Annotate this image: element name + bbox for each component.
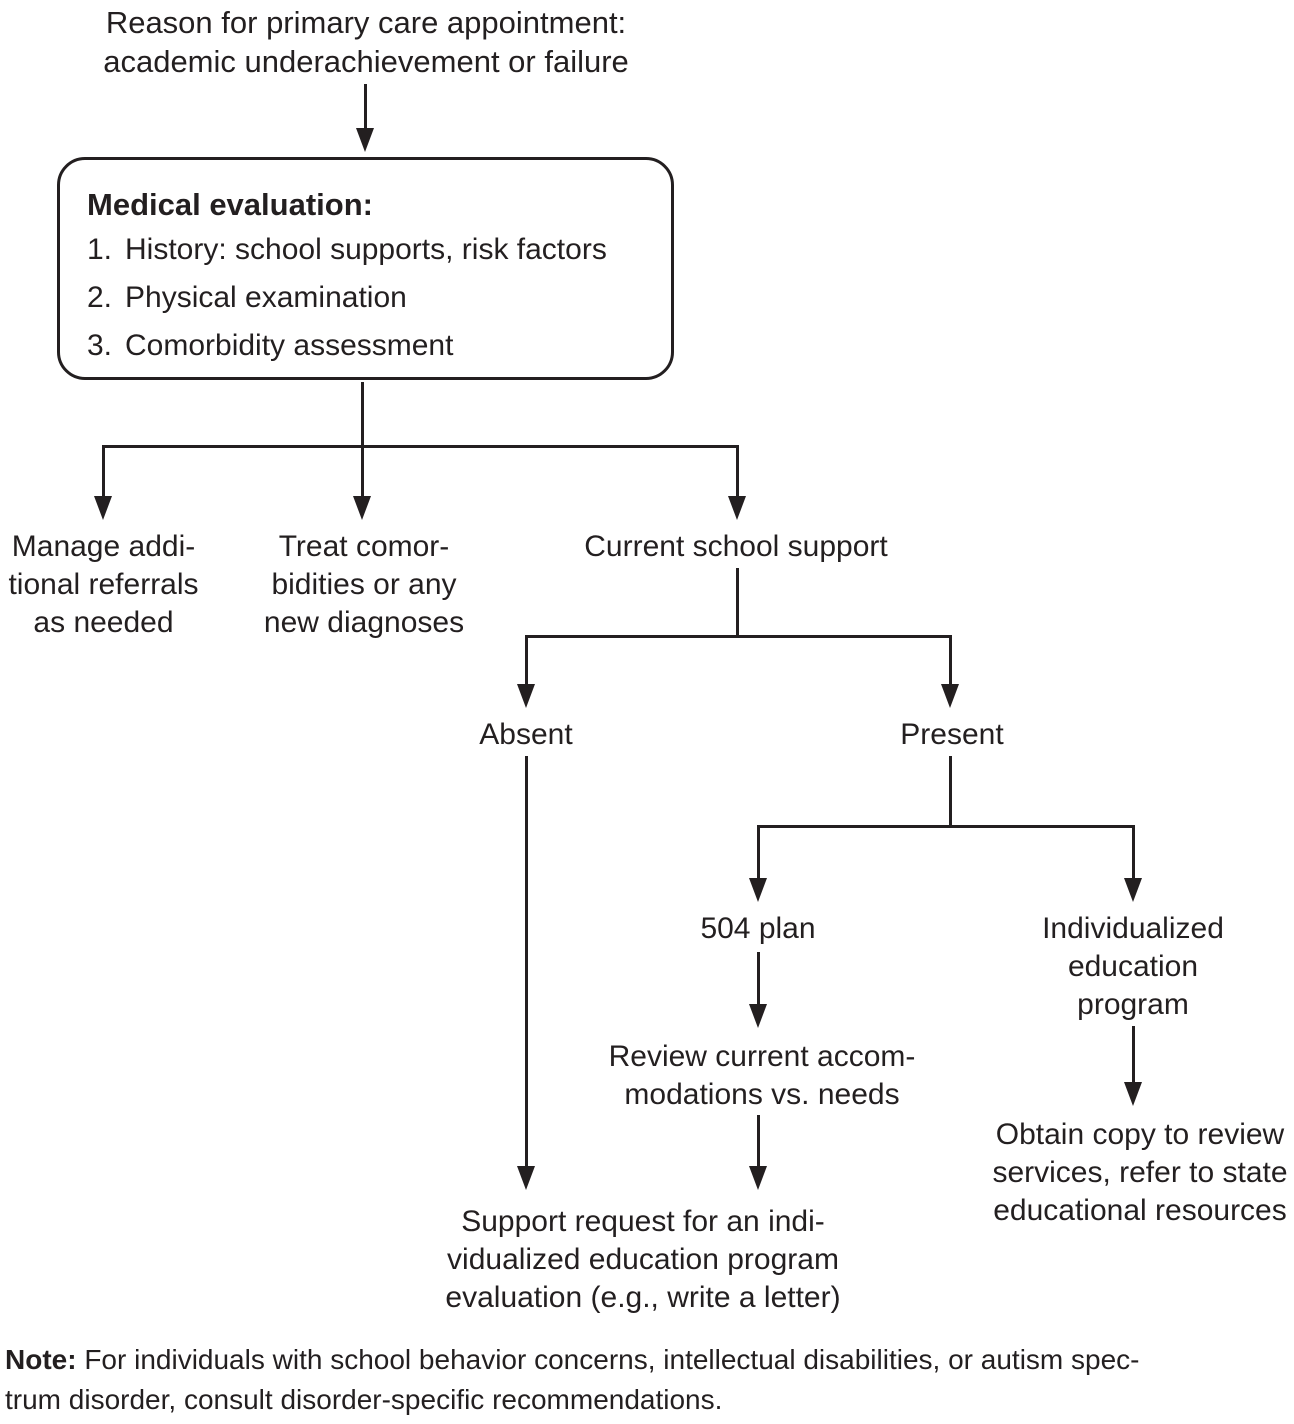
iep-line3: program xyxy=(1077,988,1189,1021)
plan-iep-split-bar xyxy=(757,825,1135,828)
connector-iep-stem xyxy=(1132,825,1135,880)
evaluation-item-3: 3. Comorbidity assessment xyxy=(87,327,453,365)
connector-iep-to-obtain-stem xyxy=(1132,1026,1135,1084)
connector-present-stem xyxy=(949,635,952,686)
connector-school-support-stem xyxy=(736,445,739,498)
connector-present-split-stem xyxy=(949,756,952,827)
connector-treat-stem xyxy=(361,445,364,498)
manage-referrals-line1: Manage addi- xyxy=(11,530,196,563)
arrowhead-down-icon xyxy=(749,878,767,902)
present-label: Present xyxy=(900,718,1004,751)
footnote: Note: For individuals with school behavi… xyxy=(5,1340,1291,1420)
iep-line1: Individualized xyxy=(1042,912,1224,945)
medical-evaluation-heading: Medical evaluation: xyxy=(87,187,373,222)
footnote-line1-text: For individuals with school behavior con… xyxy=(76,1344,1140,1375)
treat-comorbidities-line2: bidities or any xyxy=(271,568,457,601)
review-accommodations-line1: Review current accom- xyxy=(608,1040,916,1073)
arrowhead-down-icon xyxy=(749,1004,767,1028)
evaluation-item-3-text: Comorbidity assessment xyxy=(125,329,454,362)
obtain-copy-label: Obtain copy to review services, refer to… xyxy=(968,1116,1294,1230)
support-request-line2: vidualized education program xyxy=(447,1243,839,1276)
review-accommodations-line2: modations vs. needs xyxy=(624,1078,900,1111)
reason-title-line1: Reason for primary care appointment: xyxy=(105,5,627,40)
medical-evaluation-box: Medical evaluation: 1. History: school s… xyxy=(57,157,674,380)
arrowhead-down-icon xyxy=(1124,1082,1142,1106)
connector-manage-stem xyxy=(102,445,105,498)
obtain-copy-line3: educational resources xyxy=(993,1194,1287,1227)
footnote-line2: trum disorder, consult disorder-specific… xyxy=(5,1384,723,1415)
absent-label: Absent xyxy=(479,718,573,751)
support-request-label: Support request for an indi- vidualized … xyxy=(441,1203,845,1317)
evaluation-item-1-text: History: school supports, risk factors xyxy=(125,233,607,266)
manage-referrals-line2: tional referrals xyxy=(8,568,199,601)
connector-absent-stem xyxy=(525,635,528,686)
arrowhead-down-icon xyxy=(353,496,371,520)
arrowhead-down-icon xyxy=(941,684,959,708)
treat-comorbidities-label: Treat comor- bidities or any new diagnos… xyxy=(252,528,476,642)
connector-504-to-review-stem xyxy=(757,952,760,1006)
arrowhead-down-icon xyxy=(94,496,112,520)
treat-comorbidities-line1: Treat comor- xyxy=(278,530,450,563)
connector-absent-to-support-request-stem xyxy=(525,756,528,1168)
connector-box-to-split-stem xyxy=(361,382,364,445)
evaluation-item-2-number: 2. xyxy=(87,281,113,314)
footnote-note-label: Note: xyxy=(5,1344,77,1375)
arrowhead-down-icon xyxy=(356,128,374,152)
obtain-copy-line1: Obtain copy to review xyxy=(995,1118,1285,1151)
evaluation-item-3-number: 3. xyxy=(87,329,113,362)
connector-title-to-box-stem xyxy=(364,84,367,130)
arrowhead-down-icon xyxy=(1124,878,1142,902)
connector-school-support-split-stem xyxy=(736,568,739,638)
treat-comorbidities-line3: new diagnoses xyxy=(263,606,465,639)
three-way-split-bar xyxy=(102,445,739,448)
iep-label: Individualized education program xyxy=(1020,910,1246,1024)
support-request-line3: evaluation (e.g., write a letter) xyxy=(445,1281,841,1314)
arrowhead-down-icon xyxy=(517,1166,535,1190)
reason-title: Reason for primary care appointment: aca… xyxy=(41,3,691,81)
obtain-copy-line2: services, refer to state xyxy=(992,1156,1288,1189)
connector-review-to-support-request-stem xyxy=(757,1115,760,1168)
review-accommodations-label: Review current accom- modations vs. need… xyxy=(590,1038,934,1114)
manage-referrals-line3: as needed xyxy=(33,606,174,639)
evaluation-item-2: 2. Physical examination xyxy=(87,279,407,317)
arrowhead-down-icon xyxy=(749,1166,767,1190)
current-school-support-label: Current school support xyxy=(584,530,888,563)
iep-line2: education xyxy=(1067,950,1199,983)
arrowhead-down-icon xyxy=(517,684,535,708)
evaluation-item-2-text: Physical examination xyxy=(125,281,407,314)
evaluation-item-1: 1. History: school supports, risk factor… xyxy=(87,231,607,269)
manage-referrals-label: Manage addi- tional referrals as needed xyxy=(0,528,207,642)
evaluation-item-1-number: 1. xyxy=(87,233,113,266)
plan-504-label: 504 plan xyxy=(700,912,816,945)
absent-present-split-bar xyxy=(525,635,952,638)
support-request-line1: Support request for an indi- xyxy=(461,1205,825,1238)
arrowhead-down-icon xyxy=(728,496,746,520)
connector-504-plan-stem xyxy=(757,825,760,880)
footnote-line1: Note: For individuals with school behavi… xyxy=(5,1340,1291,1380)
reason-title-line2: academic underachievement or failure xyxy=(103,44,629,79)
